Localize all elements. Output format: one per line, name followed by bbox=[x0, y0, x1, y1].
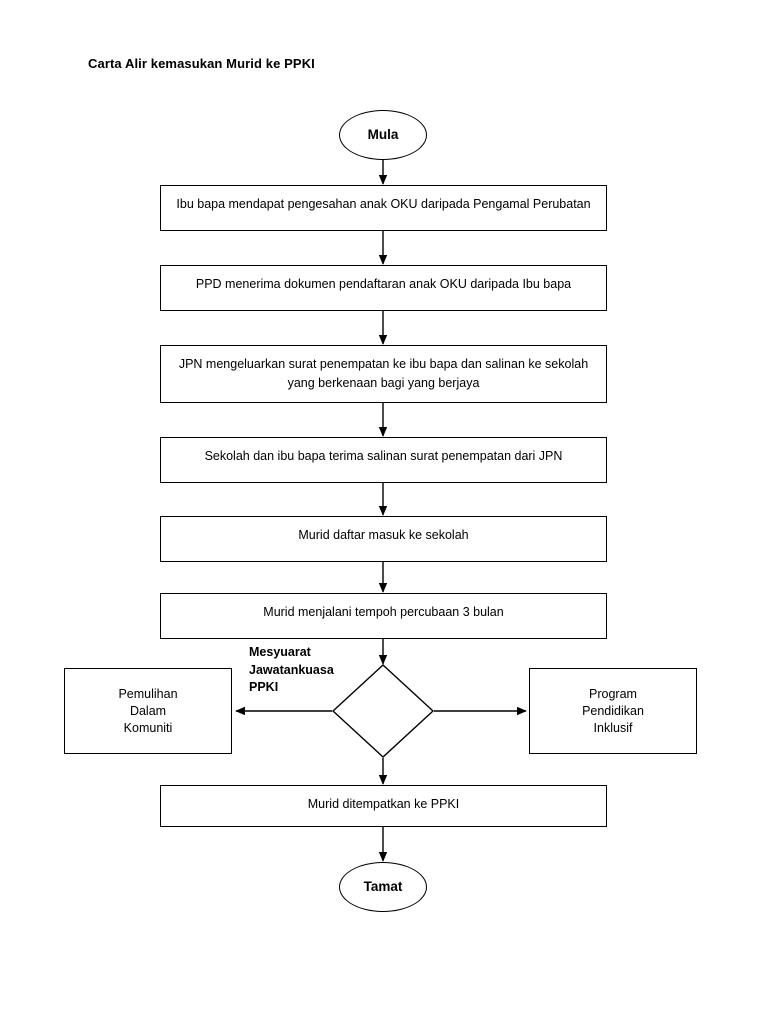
process-step-1[interactable]: Ibu bapa mendapat pengesahan anak OKU da… bbox=[160, 185, 607, 231]
process-step-3[interactable]: JPN mengeluarkan surat penempatan ke ibu… bbox=[160, 345, 607, 403]
process-step-2[interactable]: PPD menerima dokumen pendaftaran anak OK… bbox=[160, 265, 607, 311]
branch-box-right-label: Program Pendidikan Inklusif bbox=[582, 686, 644, 735]
decision-label: Mesyuarat Jawatankuasa PPKI bbox=[249, 645, 334, 694]
process-step-4[interactable]: Sekolah dan ibu bapa terima salinan sura… bbox=[160, 437, 607, 483]
process-step-6[interactable]: Murid menjalani tempoh percubaan 3 bulan bbox=[160, 593, 607, 639]
process-step-5[interactable]: Murid daftar masuk ke sekolah bbox=[160, 516, 607, 562]
process-step-6-label: Murid menjalani tempoh percubaan 3 bulan bbox=[263, 605, 504, 619]
branch-box-right[interactable]: Program Pendidikan Inklusif bbox=[529, 668, 697, 754]
branch-box-left-label: Pemulihan Dalam Komuniti bbox=[118, 686, 178, 735]
process-outcome-label: Murid ditempatkan ke PPKI bbox=[307, 797, 460, 811]
process-step-1-label: Ibu bapa mendapat pengesahan anak OKU da… bbox=[176, 197, 591, 211]
process-step-2-label: PPD menerima dokumen pendaftaran anak OK… bbox=[195, 277, 572, 291]
decision-diamond[interactable] bbox=[332, 664, 434, 758]
process-step-4-label: Sekolah dan ibu bapa terima salinan sura… bbox=[204, 449, 563, 463]
process-step-3-label: JPN mengeluarkan surat penempatan ke ibu… bbox=[178, 357, 589, 390]
process-step-5-label: Murid daftar masuk ke sekolah bbox=[298, 528, 469, 542]
start-terminator[interactable]: Mula bbox=[339, 110, 427, 160]
start-terminator-label: Mula bbox=[367, 127, 399, 142]
end-terminator-label: Tamat bbox=[363, 879, 403, 894]
page-title: Carta Alir kemasukan Murid ke PPKI bbox=[88, 56, 315, 71]
process-outcome[interactable]: Murid ditempatkan ke PPKI bbox=[160, 785, 607, 827]
end-terminator[interactable]: Tamat bbox=[339, 862, 427, 912]
branch-box-left[interactable]: Pemulihan Dalam Komuniti bbox=[64, 668, 232, 754]
